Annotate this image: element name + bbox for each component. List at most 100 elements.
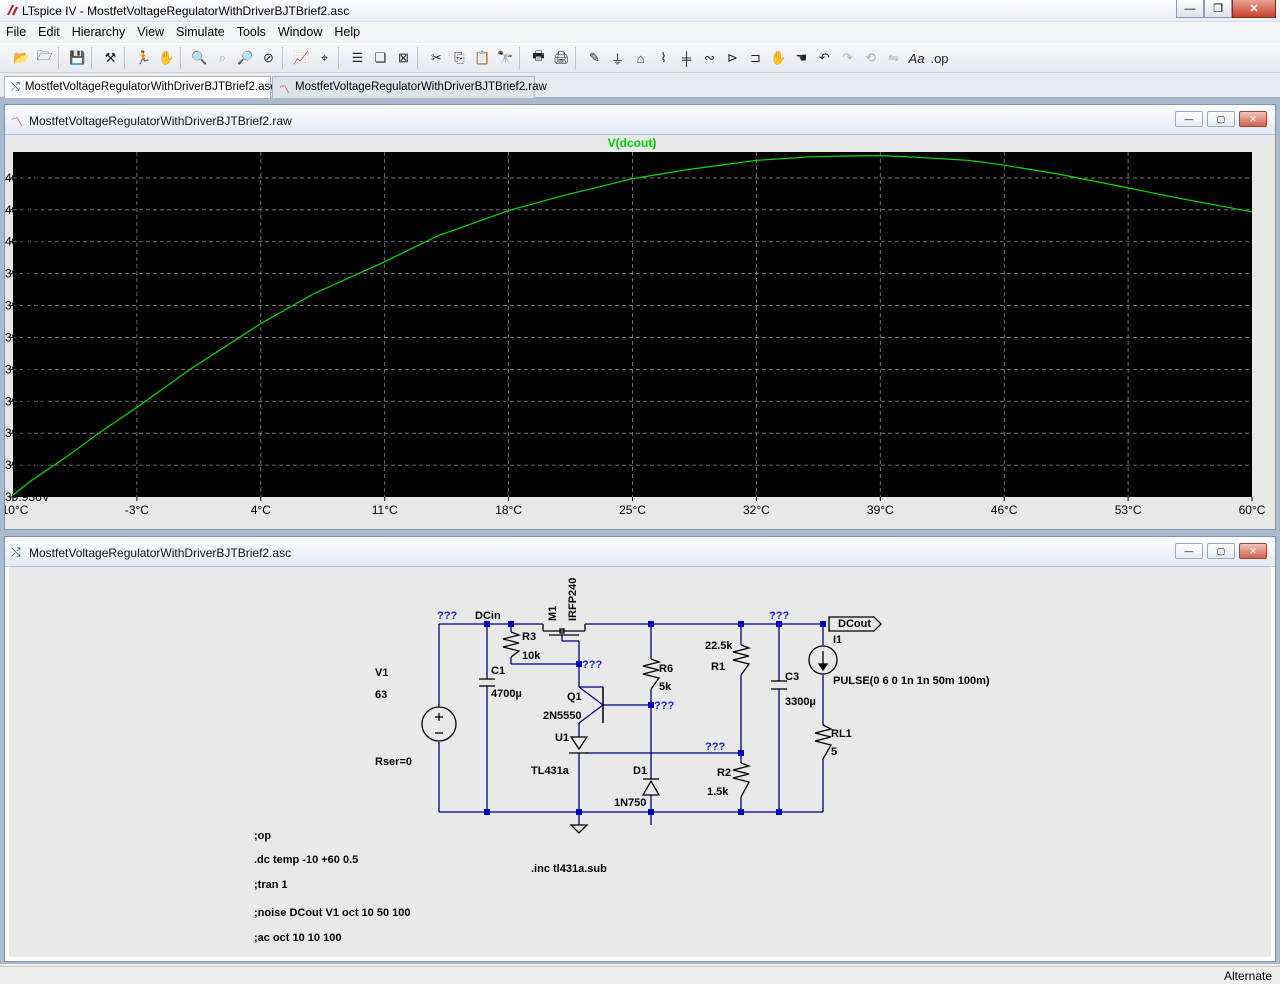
i1-label[interactable]: I1 [833, 634, 842, 646]
copy-icon[interactable]: ⎘ [454, 50, 465, 65]
c3-label[interactable]: C3 [785, 671, 799, 683]
menu-tools[interactable]: Tools [236, 25, 266, 39]
close-button[interactable]: ✕ [1239, 111, 1267, 127]
cascade-icon[interactable]: ❏ [374, 50, 387, 65]
u1-label[interactable]: U1 [555, 732, 569, 744]
v1-rser[interactable]: Rser=0 [375, 756, 412, 768]
minimize-button[interactable]: — [1175, 543, 1203, 559]
control-panel-icon[interactable]: ⚒ [104, 50, 117, 65]
r2-value[interactable]: 1.5k [707, 786, 729, 798]
directive-tran[interactable]: ;tran 1 [254, 879, 288, 891]
d1-value[interactable]: 1N750 [614, 797, 646, 809]
text-icon[interactable]: Aa [908, 50, 925, 66]
net-unknown-label[interactable]: ??? [582, 659, 602, 671]
tab-waveform[interactable]: 〽 MostfetVoltageRegulatorWithDriverBJTBr… [272, 76, 547, 98]
minimize-button[interactable]: — [1176, 0, 1204, 18]
directive-dc[interactable]: .dc temp -10 +60 0.5 [254, 854, 358, 866]
rotate-icon[interactable]: ⟲ [865, 50, 876, 65]
find-icon[interactable]: 🔭 [497, 50, 514, 65]
tab-schematic[interactable]: ⤭ MostfetVoltageRegulatorWithDriverBJTBr… [4, 76, 276, 99]
halt-icon[interactable]: ✋ [158, 50, 175, 65]
directive-ac[interactable]: ;ac oct 10 10 100 [254, 932, 341, 944]
net-unknown-label[interactable]: ??? [705, 741, 725, 753]
print-icon[interactable]: 🖨 [553, 50, 570, 65]
drag-icon[interactable]: ☚ [795, 50, 808, 65]
menu-view[interactable]: View [137, 25, 165, 39]
u1-value[interactable]: TL431a [531, 765, 570, 777]
ground-icon[interactable]: ⏚ [610, 51, 624, 67]
net-dcout-label[interactable]: DCout [838, 618, 871, 630]
capacitor-icon[interactable]: ╪ [681, 50, 692, 66]
tile-horizontal-icon[interactable]: ☰ [351, 50, 364, 65]
v1-label[interactable]: V1 [375, 667, 388, 679]
net-unknown-label[interactable]: ??? [654, 700, 674, 712]
directive-noise[interactable]: ;noise DCout V1 oct 10 50 100 [254, 907, 411, 919]
plot-svg[interactable]: V(dcout) -10°C-3°C4°C11°C18°C25°C32°C39°… [0, 135, 1275, 529]
open-folder-icon[interactable]: 🗁 [36, 48, 53, 63]
menu-file[interactable]: File [6, 25, 27, 39]
zoom-out-icon[interactable]: 🔎 [237, 50, 254, 65]
trace-vdcout[interactable] [12, 154, 1253, 496]
c3-value[interactable]: 3300µ [785, 696, 816, 708]
print-preview-icon[interactable]: 🖶 [532, 48, 545, 63]
close-button[interactable]: ✕ [1232, 0, 1276, 18]
q1-label[interactable]: Q1 [567, 691, 582, 703]
directive-op[interactable]: ;op [254, 830, 271, 842]
run-icon[interactable]: 🏃 [135, 50, 152, 65]
r3-value[interactable]: 10k [522, 650, 541, 662]
net-dcin-label[interactable]: DCin [475, 610, 501, 622]
r3-label[interactable]: R3 [522, 631, 536, 643]
d1-label[interactable]: D1 [633, 765, 647, 777]
undo-icon[interactable]: ↶ [819, 50, 830, 65]
maximize-button[interactable]: ▢ [1207, 111, 1235, 127]
move-icon[interactable]: ✋ [770, 50, 787, 65]
menu-simulate[interactable]: Simulate [176, 25, 225, 39]
paste-icon[interactable]: 📋 [474, 50, 491, 65]
maximize-button[interactable]: ▢ [1207, 543, 1235, 559]
diode-icon[interactable]: ⊳ [727, 50, 738, 65]
component-icon[interactable]: ⊐ [750, 50, 761, 65]
trace-label[interactable]: V(dcout) [608, 136, 657, 150]
r6-value[interactable]: 5k [659, 681, 672, 693]
c1-label[interactable]: C1 [491, 665, 505, 677]
label-net-icon[interactable]: ⌂ [636, 50, 645, 66]
rl1-value[interactable]: 5 [831, 746, 837, 758]
v1-value[interactable]: 63 [375, 689, 387, 701]
rl1-label[interactable]: RL1 [831, 728, 852, 740]
r1-value[interactable]: 22.5k [705, 640, 733, 652]
plot-area[interactable]: V(dcout) -10°C-3°C4°C11°C18°C25°C32°C39°… [0, 135, 1275, 529]
close-window-icon[interactable]: ⊠ [398, 50, 409, 65]
close-button[interactable]: ✕ [1239, 543, 1267, 559]
r1-label[interactable]: R1 [711, 661, 725, 673]
menu-window[interactable]: Window [277, 25, 323, 39]
c1-value[interactable]: 4700µ [491, 688, 522, 700]
open-icon[interactable]: 📂 [13, 50, 30, 65]
menu-help[interactable]: Help [334, 25, 361, 39]
zoom-in-icon[interactable]: 🔍 [191, 50, 208, 65]
pan-icon[interactable]: ⌕ [218, 50, 227, 65]
save-icon[interactable]: 💾 [69, 50, 86, 65]
probe-icon[interactable]: ⌖ [320, 50, 329, 65]
menu-edit[interactable]: Edit [38, 25, 60, 39]
minimize-button[interactable]: — [1175, 111, 1203, 127]
schematic-svg[interactable]: ??? DCin ??? DCout ??? ??? ??? V1 63 Rse… [9, 567, 1271, 957]
cut-icon[interactable]: ✂ [431, 50, 442, 65]
net-unknown-label[interactable]: ??? [769, 610, 789, 622]
spice-directive-icon[interactable]: .op [930, 50, 949, 66]
menu-hierarchy[interactable]: Hierarchy [71, 25, 126, 39]
redo-icon[interactable]: ↷ [842, 50, 853, 65]
maximize-button[interactable]: ❐ [1204, 0, 1232, 18]
mirror-icon[interactable]: ⇋ [888, 50, 899, 65]
inductor-icon[interactable]: ∾ [704, 50, 715, 65]
schematic-canvas[interactable]: ??? DCin ??? DCout ??? ??? ??? V1 63 Rse… [9, 567, 1271, 957]
m1-value[interactable]: IRFP240 [567, 578, 579, 621]
autorange-icon[interactable]: 📈 [293, 50, 310, 65]
m1-label[interactable]: M1 [547, 606, 559, 621]
draw-wire-icon[interactable]: ✎ [589, 50, 600, 65]
resistor-icon[interactable]: ⌇ [660, 50, 667, 65]
net-unknown-label[interactable]: ??? [437, 610, 457, 622]
r2-label[interactable]: R2 [717, 767, 731, 779]
i1-value[interactable]: PULSE(0 6 0 1n 1n 50m 100m) [833, 675, 990, 687]
r6-label[interactable]: R6 [659, 663, 673, 675]
zoom-fit-icon[interactable]: ⊘ [263, 50, 274, 65]
